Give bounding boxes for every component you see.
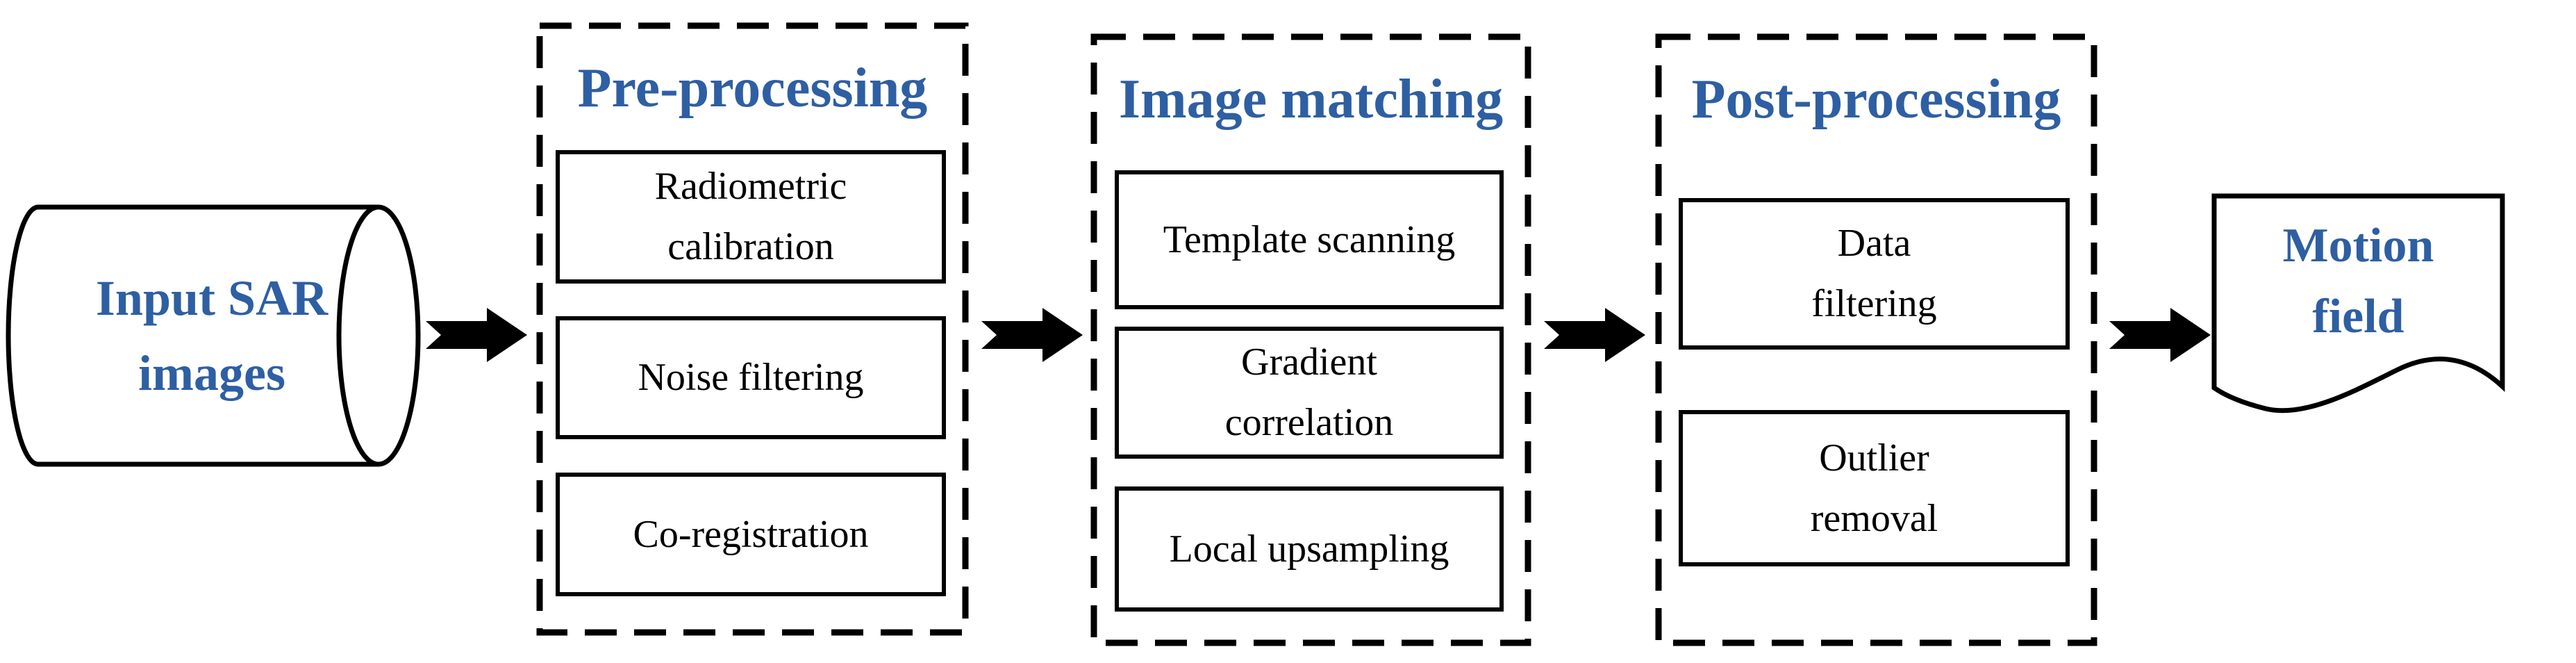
step-box-co-registration: Co-registration xyxy=(556,473,946,596)
stage-box-image-matching xyxy=(1090,33,1531,646)
input-terminal-line-1: Input SAR xyxy=(95,270,329,326)
step-label-line: Local upsampling xyxy=(1169,527,1449,571)
flow-arrow-icon-4 xyxy=(2109,308,2211,362)
step-label-line: Radiometric xyxy=(654,165,847,208)
step-box-outlier-removal: Outlier removal xyxy=(1679,410,2070,566)
step-label-line: Data xyxy=(1837,222,1911,265)
output-terminal-line-1: Motion xyxy=(2282,219,2434,272)
flow-arrow-icon-1 xyxy=(426,308,527,362)
step-box-noise-filtering: Noise filtering xyxy=(556,316,946,439)
step-box-template-scanning: Template scanning xyxy=(1115,170,1504,309)
input-terminal-label: Input SAR images xyxy=(10,207,413,464)
step-box-radiometric-calibration: Radiometric calibration xyxy=(556,150,946,284)
output-terminal-label: Motion field xyxy=(2214,196,2502,366)
step-label-line: filtering xyxy=(1811,282,1937,325)
step-label-line: Outlier xyxy=(1819,436,1929,480)
step-label-line: calibration xyxy=(667,225,834,268)
step-box-local-upsampling: Local upsampling xyxy=(1115,486,1504,612)
stage-title-image-matching: Image matching xyxy=(1118,68,1504,130)
input-terminal-line-2: images xyxy=(138,345,285,401)
stage-title-postprocessing: Post-processing xyxy=(1691,68,2061,130)
step-box-gradient-correlation: Gradient correlation xyxy=(1115,327,1504,459)
step-label-line: Gradient xyxy=(1241,341,1377,384)
stage-box-postprocessing xyxy=(1655,33,2097,646)
step-label-line: removal xyxy=(1810,496,1938,540)
step-label-line: Co-registration xyxy=(633,512,869,556)
output-terminal-line-2: field xyxy=(2312,289,2404,343)
step-box-data-filtering: Data filtering xyxy=(1679,198,2070,350)
input-cylinder-shape xyxy=(6,204,421,467)
document-shape xyxy=(2211,193,2505,414)
stage-box-preprocessing xyxy=(536,22,969,636)
stage-title-preprocessing: Pre-processing xyxy=(577,57,928,119)
flow-arrow-icon-2 xyxy=(981,308,1083,362)
flow-arrow-icon-3 xyxy=(1544,308,1645,362)
step-label-line: Template scanning xyxy=(1163,218,1456,261)
step-label-line: correlation xyxy=(1224,401,1394,444)
step-label-line: Noise filtering xyxy=(638,356,864,400)
